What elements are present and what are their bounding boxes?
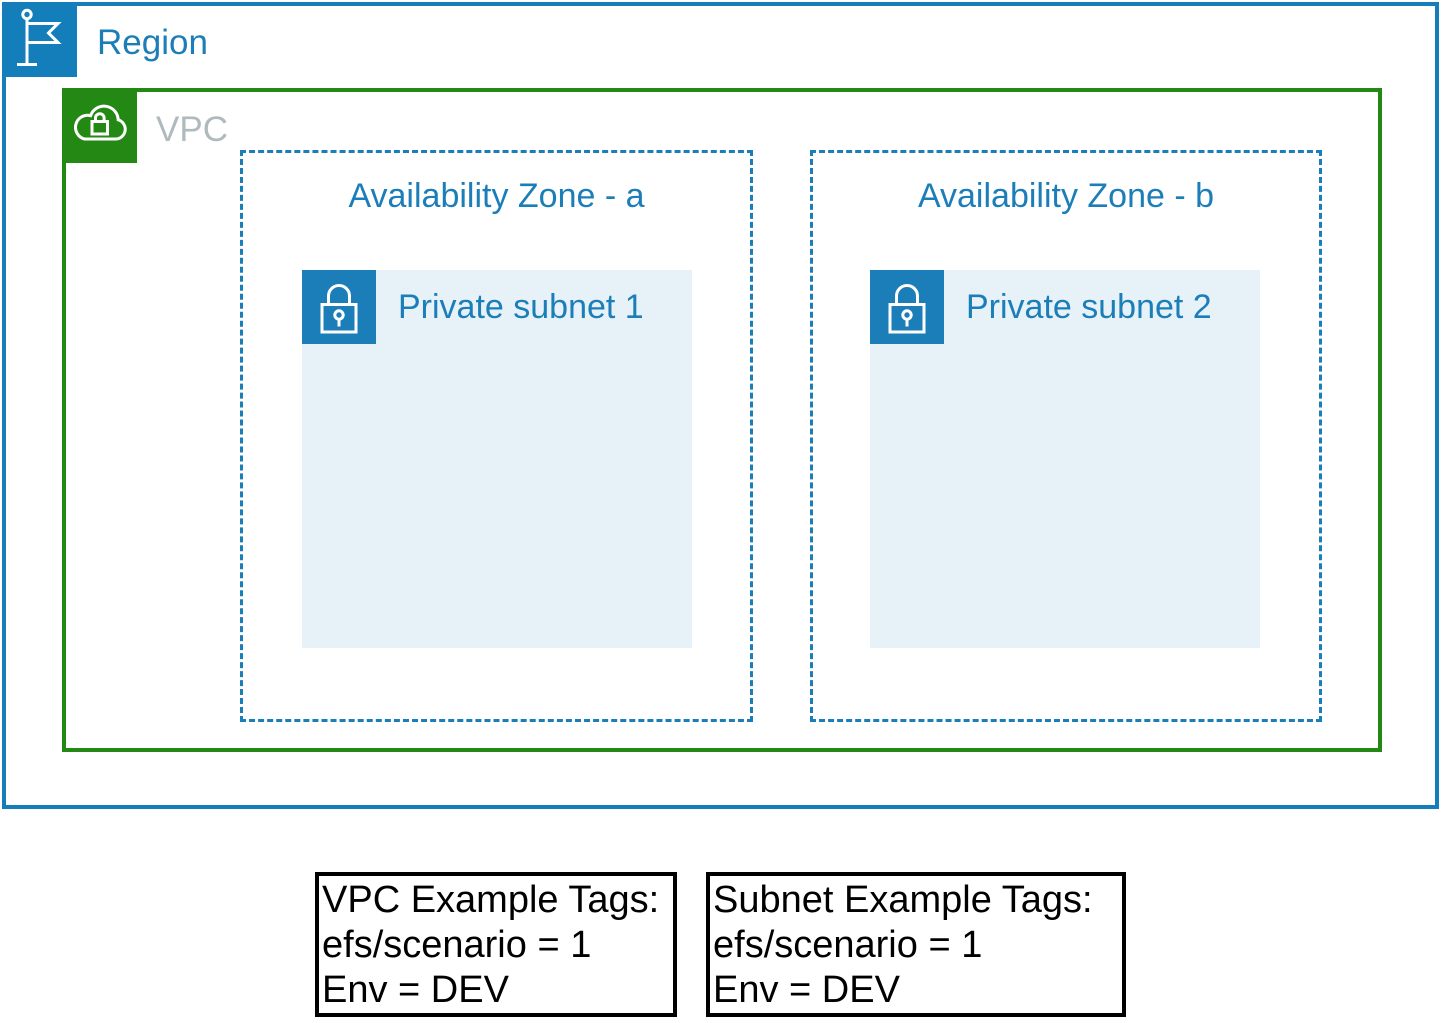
subnet-1-label: Private subnet 1 — [398, 288, 644, 326]
vpc-example-tags-note: VPC Example Tags: efs/scenario = 1 Env =… — [315, 872, 677, 1017]
private-subnet-1: Private subnet 1 — [302, 270, 692, 648]
note-line: Env = DEV — [322, 969, 509, 1011]
region-flag-icon — [2, 2, 77, 77]
note-line: efs/scenario = 1 — [713, 924, 983, 966]
region-container — [2, 2, 1439, 809]
subnet-example-tags-note: Subnet Example Tags: efs/scenario = 1 En… — [706, 872, 1126, 1017]
availability-zone-a: Availability Zone - a — [240, 150, 753, 722]
availability-zone-b: Availability Zone - b — [810, 150, 1322, 722]
note-line: efs/scenario = 1 — [322, 924, 592, 966]
note-line: Env = DEV — [713, 969, 900, 1011]
note-line: Subnet Example Tags: — [713, 879, 1093, 921]
region-label: Region — [97, 23, 208, 62]
subnet-2-label: Private subnet 2 — [966, 288, 1212, 326]
private-subnet-2: Private subnet 2 — [870, 270, 1260, 648]
vpc-label: VPC — [156, 110, 228, 149]
az-b-label: Availability Zone - b — [917, 177, 1215, 215]
vpc-cloud-lock-icon — [62, 88, 137, 163]
padlock-icon — [870, 270, 944, 344]
note-line: VPC Example Tags: — [322, 879, 660, 921]
az-a-label: Availability Zone - a — [348, 177, 645, 215]
padlock-icon — [302, 270, 376, 344]
vpc-container — [62, 88, 1382, 752]
